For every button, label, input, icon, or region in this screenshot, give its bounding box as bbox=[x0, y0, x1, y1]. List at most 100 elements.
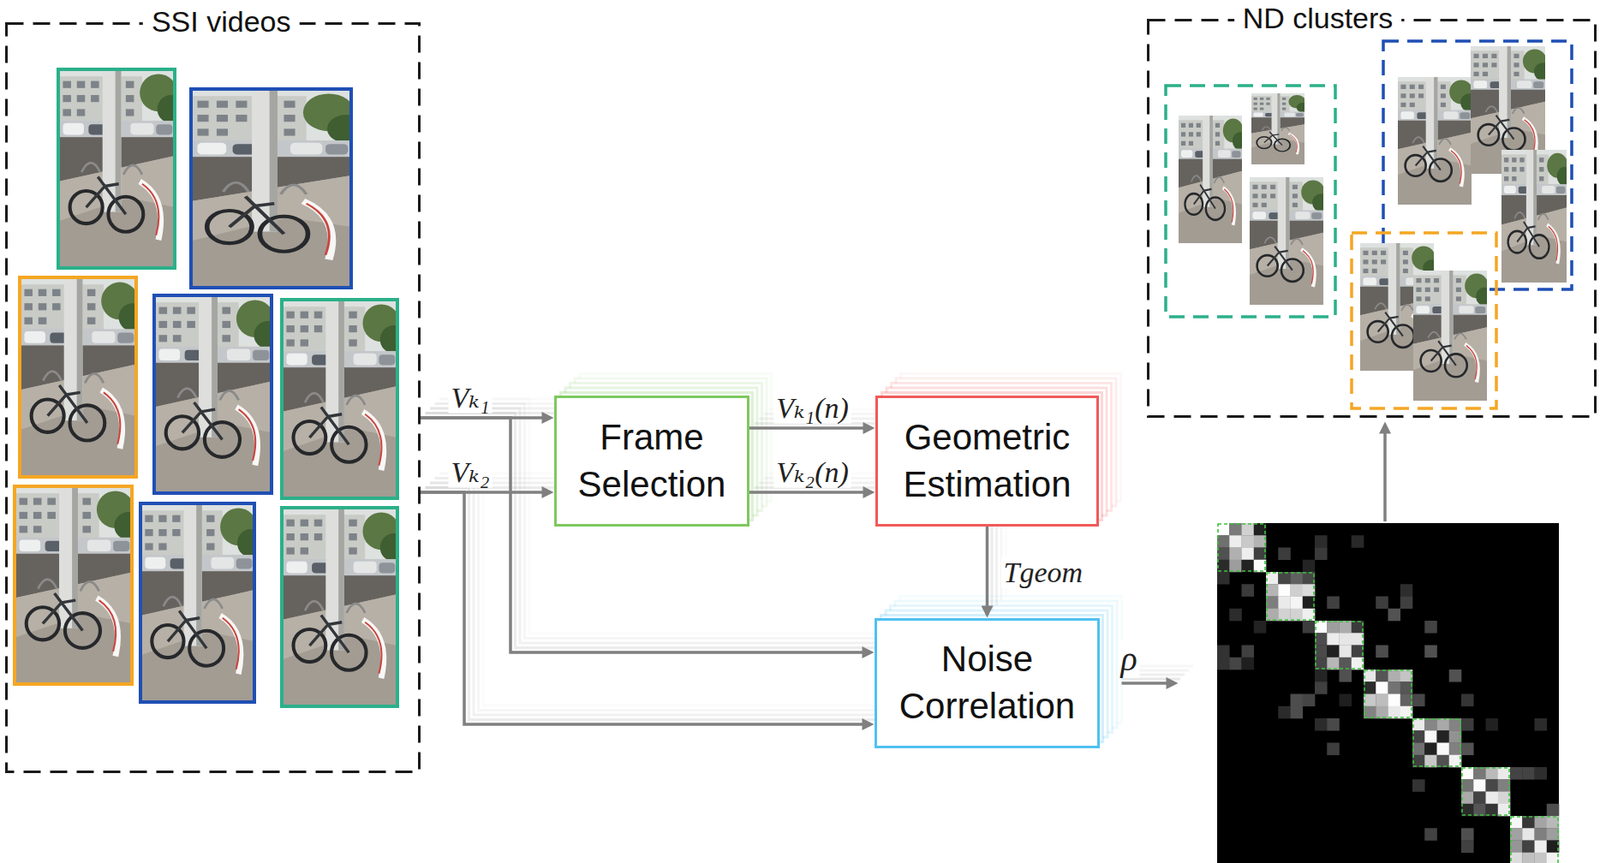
matrix-cell bbox=[1486, 792, 1499, 806]
video-frame bbox=[19, 277, 147, 478]
matrix-cell bbox=[1339, 632, 1353, 646]
matrix-cell bbox=[1314, 657, 1328, 671]
matrix-cell bbox=[1229, 608, 1242, 622]
matrix-cell bbox=[1253, 620, 1267, 634]
matrix-cell bbox=[1277, 572, 1291, 586]
dashed-outline bbox=[1146, 18, 1597, 418]
matrix-ground bbox=[1217, 523, 1559, 863]
matrix-cell bbox=[1363, 694, 1377, 708]
video-frame bbox=[154, 295, 282, 494]
matrix-cell bbox=[1217, 523, 1230, 537]
matrix-cell bbox=[1277, 608, 1291, 622]
cluster-thumbnails bbox=[1165, 41, 1573, 409]
matrix-cell bbox=[1486, 804, 1499, 818]
matrix-cell bbox=[1241, 657, 1255, 671]
matrix-cell bbox=[1265, 608, 1279, 622]
matrix-cell bbox=[1461, 743, 1475, 757]
matrix-cell bbox=[1351, 645, 1365, 659]
edge-label: Vₖ₂ bbox=[448, 456, 493, 489]
cluster-block-outline bbox=[1462, 768, 1510, 816]
matrix-cell bbox=[1400, 584, 1414, 598]
matrix-cell bbox=[1546, 828, 1560, 842]
video-frame bbox=[1501, 149, 1573, 283]
matrix-cell bbox=[1241, 584, 1255, 598]
matrix-cell bbox=[1424, 730, 1438, 744]
matrix-cell bbox=[1302, 584, 1316, 598]
matrix-cell bbox=[1314, 645, 1328, 659]
matrix-cell bbox=[1314, 681, 1328, 695]
edge-label: Vₖ₁(n) bbox=[773, 392, 852, 424]
matrix-cell bbox=[1241, 523, 1255, 537]
matrix-cell bbox=[1302, 694, 1316, 708]
video-frame bbox=[1251, 93, 1310, 165]
matrix-cell bbox=[1400, 597, 1414, 610]
matrix-cell bbox=[1253, 548, 1267, 562]
matrix-cell bbox=[1302, 560, 1316, 574]
matrix-cell bbox=[1388, 681, 1402, 695]
matrix-cell bbox=[1437, 743, 1451, 757]
dashed-outline bbox=[1148, 20, 1596, 418]
matrix-cell bbox=[1486, 779, 1499, 793]
matrix-cell bbox=[1424, 645, 1438, 659]
cluster-block-outline bbox=[1510, 817, 1559, 863]
matrix-cell bbox=[1473, 779, 1487, 793]
matrix-cell bbox=[1449, 730, 1463, 744]
matrix-cell bbox=[1498, 792, 1511, 806]
matrix-cell bbox=[1217, 572, 1230, 586]
video-border bbox=[19, 277, 137, 478]
matrix-cell bbox=[1217, 657, 1230, 671]
video-frame bbox=[281, 507, 408, 707]
cluster-block-outline bbox=[1364, 670, 1412, 718]
data-flow-arrow bbox=[985, 526, 990, 615]
matrix-cell bbox=[1424, 718, 1438, 732]
matrix-cell bbox=[1277, 584, 1291, 598]
video-border bbox=[281, 299, 398, 499]
matrix-cell bbox=[1339, 657, 1353, 671]
matrix-cell bbox=[1314, 535, 1328, 549]
process-box: Noise Correlation bbox=[874, 618, 1100, 749]
matrix-cell bbox=[1461, 779, 1475, 793]
matrix-cell bbox=[1534, 841, 1548, 854]
matrix-cell bbox=[1302, 572, 1316, 586]
video-frame bbox=[1249, 177, 1331, 305]
matrix-cell bbox=[1461, 718, 1475, 732]
cluster-block-outline bbox=[1315, 621, 1363, 669]
matrix-cell bbox=[1388, 706, 1402, 720]
matrix-cell bbox=[1400, 706, 1414, 720]
matrix-cell bbox=[1522, 853, 1535, 863]
matrix-cell bbox=[1277, 597, 1291, 610]
matrix-cell bbox=[1326, 645, 1340, 659]
matrix-cell bbox=[1375, 681, 1389, 695]
matrix-cell bbox=[1253, 535, 1267, 549]
matrix-cell bbox=[1326, 743, 1340, 757]
correlation-matrix bbox=[1217, 523, 1559, 863]
matrix-cell bbox=[1473, 792, 1487, 806]
matrix-cell bbox=[1461, 767, 1475, 781]
matrix-cell bbox=[1546, 853, 1560, 863]
process-box: Geometric Estimation bbox=[875, 395, 1099, 527]
matrix-cell bbox=[1351, 632, 1365, 646]
matrix-cell bbox=[1241, 548, 1255, 562]
matrix-cell bbox=[1326, 632, 1340, 646]
dashed-outline bbox=[5, 22, 421, 774]
matrix-cell bbox=[1302, 608, 1316, 622]
matrix-cell bbox=[1217, 645, 1230, 659]
matrix-cell bbox=[1229, 657, 1242, 671]
output-cluster-group: ND clusters bbox=[1146, 18, 1597, 418]
matrix-cell bbox=[1486, 718, 1499, 732]
matrix-cell bbox=[1449, 669, 1463, 683]
matrix-cell bbox=[1277, 706, 1291, 720]
matrix-cell bbox=[1229, 523, 1242, 537]
matrix-cell bbox=[1314, 632, 1328, 646]
matrix-cell bbox=[1400, 694, 1414, 708]
cluster-outline bbox=[1351, 232, 1497, 409]
matrix-cell bbox=[1326, 620, 1340, 634]
output-arrow bbox=[1383, 424, 1387, 522]
matrix-cell bbox=[1461, 841, 1475, 854]
matrix-cell bbox=[1412, 718, 1426, 732]
matrix-cell bbox=[1449, 755, 1463, 769]
matrix-cell bbox=[1217, 548, 1230, 562]
